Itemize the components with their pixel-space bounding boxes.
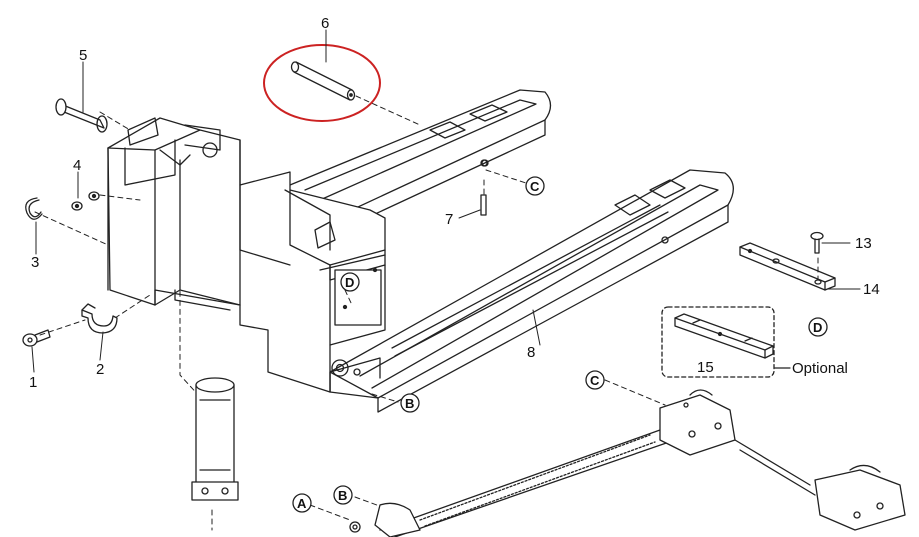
- label-part-6: 6: [321, 15, 329, 32]
- callout-b-linkage: B: [333, 485, 353, 505]
- part-1-bolt: [22, 329, 51, 347]
- label-part-4: 4: [73, 157, 81, 174]
- label-part-5: 5: [79, 47, 87, 64]
- label-part-2: 2: [96, 361, 104, 378]
- highlight-circle: [263, 44, 381, 122]
- part-14-plate: [739, 242, 836, 291]
- callout-a: A: [292, 493, 312, 513]
- label-part-3: 3: [31, 254, 39, 271]
- callout-b-frame: B: [400, 393, 420, 413]
- callout-c-top: C: [525, 176, 545, 196]
- leader-lines: [34, 95, 819, 531]
- callout-d-plate: D: [808, 317, 828, 337]
- linkage-rods: [349, 389, 906, 537]
- callout-d-frame: D: [340, 272, 360, 292]
- part-3-snap-ring: [25, 197, 43, 220]
- optional-label: Optional: [792, 360, 848, 377]
- label-part-1: 1: [29, 374, 37, 391]
- part-15-optional-plate: [661, 306, 775, 378]
- part-5-pin: [55, 98, 108, 133]
- part-labels: 5 6 4 3 1 2 7 8 13 14 15 Optional: [29, 15, 880, 391]
- hydraulic-cylinder: [191, 377, 239, 501]
- svg-text:B: B: [338, 488, 347, 503]
- svg-text:C: C: [530, 179, 540, 194]
- part-leaders: [31, 29, 861, 373]
- callout-c-linkage: C: [585, 370, 605, 390]
- part-13-screw: [810, 231, 824, 254]
- svg-text:B: B: [405, 396, 414, 411]
- label-part-15: 15: [697, 359, 714, 376]
- part-6-axle-pin: [290, 61, 356, 101]
- label-part-13: 13: [855, 235, 872, 252]
- label-part-14: 14: [863, 281, 880, 298]
- label-part-8: 8: [527, 344, 535, 361]
- frame-chassis: [107, 117, 386, 393]
- svg-text:D: D: [345, 275, 354, 290]
- svg-text:A: A: [297, 496, 307, 511]
- part-2-clamp: [81, 303, 118, 334]
- svg-text:C: C: [590, 373, 600, 388]
- fork-left: [289, 89, 552, 236]
- part-7-pin: [480, 159, 488, 216]
- label-part-7: 7: [445, 211, 453, 228]
- part-4-bolts: [71, 191, 100, 211]
- svg-text:D: D: [813, 320, 822, 335]
